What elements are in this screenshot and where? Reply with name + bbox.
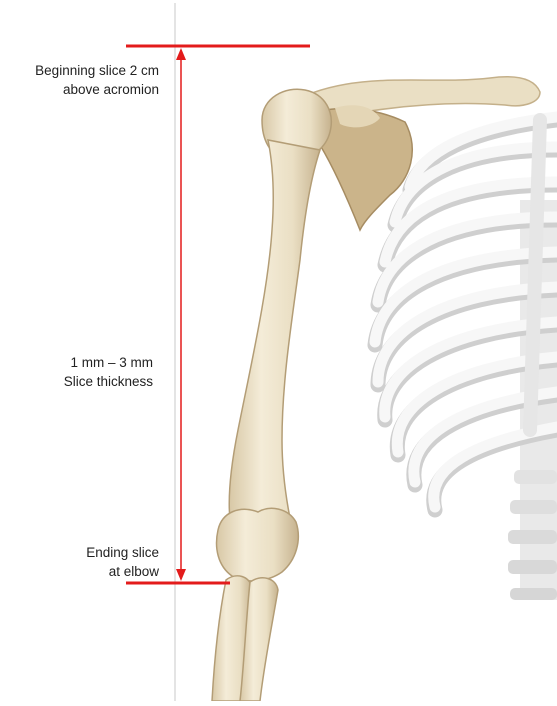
- ending-slice-label: Ending slice at elbow: [86, 543, 159, 581]
- beginning-slice-line1: Beginning slice 2 cm: [35, 61, 159, 80]
- slice-thickness-line2: Slice thickness: [64, 372, 153, 391]
- slice-thickness-label: 1 mm – 3 mm Slice thickness: [64, 353, 153, 391]
- beginning-slice-line2: above acromion: [35, 80, 159, 99]
- slice-thickness-line1: 1 mm – 3 mm: [64, 353, 153, 372]
- humerus: [217, 89, 332, 581]
- beginning-slice-label: Beginning slice 2 cm above acromion: [35, 61, 159, 99]
- ending-slice-line1: Ending slice: [86, 543, 159, 562]
- ending-slice-line2: at elbow: [86, 562, 159, 581]
- arrowhead-up: [176, 48, 186, 60]
- forearm: [212, 576, 278, 701]
- arrowhead-down: [176, 569, 186, 581]
